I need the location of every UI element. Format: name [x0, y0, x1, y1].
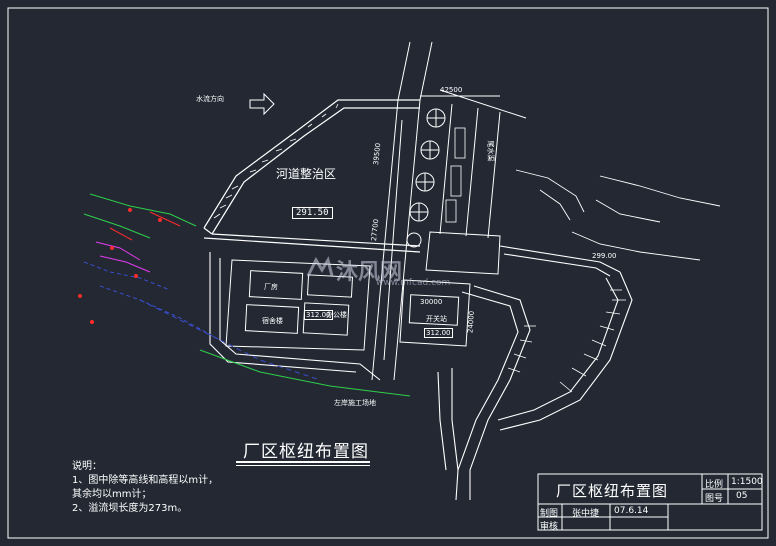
drawing-date: 07.6.14 — [614, 506, 649, 516]
dam-axis — [371, 41, 527, 381]
watermark-logo-icon — [306, 256, 334, 277]
tailwater-label: 尾水渠 — [486, 140, 495, 162]
checked-label: 审核 — [540, 522, 559, 532]
bottom-site-label: 左岸施工场地 — [334, 399, 376, 407]
dim-42500: 42500 — [440, 86, 463, 94]
scale-value: 1:1500 — [731, 477, 763, 487]
roads — [209, 245, 633, 501]
turbine-units — [406, 108, 446, 248]
dim-24000: 24000 — [466, 310, 476, 334]
elev-299: 299.00 — [592, 252, 617, 260]
watermark-site: www.mfcad.com — [376, 278, 451, 288]
elev-312-a: 312.00 — [304, 310, 333, 320]
notes-line-3: 2、溢流坝长度为273m。 — [72, 503, 188, 514]
drawing-no-label: 图号 — [705, 494, 724, 504]
watermark-brand: 沐风网 — [336, 260, 403, 285]
arrow-marker — [249, 92, 275, 116]
building-b-label: 办公楼 — [326, 311, 347, 319]
river-zone-label: 河道整治区 — [276, 167, 337, 181]
drawing-frame — [7, 7, 769, 539]
building-a-label: 厂房 — [264, 283, 278, 291]
notes-heading: 说明： — [72, 461, 102, 472]
dim-30000: 30000 — [420, 298, 443, 306]
elevation-label: 291.50 — [292, 207, 333, 219]
drawing-title: 厂区枢纽布置图 — [243, 442, 369, 462]
drawn-label: 制图 — [540, 509, 559, 519]
elev-312-b: 312.00 — [424, 328, 453, 338]
notes-line-2: 其余均以mm计； — [72, 489, 152, 500]
road-hatch — [507, 289, 626, 393]
building-blocks — [225, 231, 501, 351]
notes-block: 说明： 1、图中除等高线和高程以m计， 其余均以mm计； 2、溢流坝长度为273… — [72, 460, 218, 516]
building-d-label: 开关站 — [426, 315, 447, 323]
title-underline-thin — [236, 465, 370, 466]
terrain-contours — [83, 193, 411, 397]
unit-boxes — [445, 127, 466, 223]
building-c-label: 宿舍楼 — [262, 317, 283, 325]
title-block-title: 厂区枢纽布置图 — [556, 482, 669, 500]
flow-direction-label: 水流方向 — [196, 95, 224, 103]
drawn-by: 张中捷 — [572, 509, 600, 519]
scale-label: 比例 — [705, 480, 724, 490]
notes-line-1: 1、图中除等高线和高程以m计， — [72, 475, 219, 486]
title-block — [537, 473, 763, 531]
title-underline — [236, 461, 370, 463]
drawing-no-value: 05 — [736, 491, 748, 501]
right-contours — [515, 169, 721, 261]
wall-hatch — [213, 103, 339, 219]
terrain-markers — [78, 208, 162, 324]
